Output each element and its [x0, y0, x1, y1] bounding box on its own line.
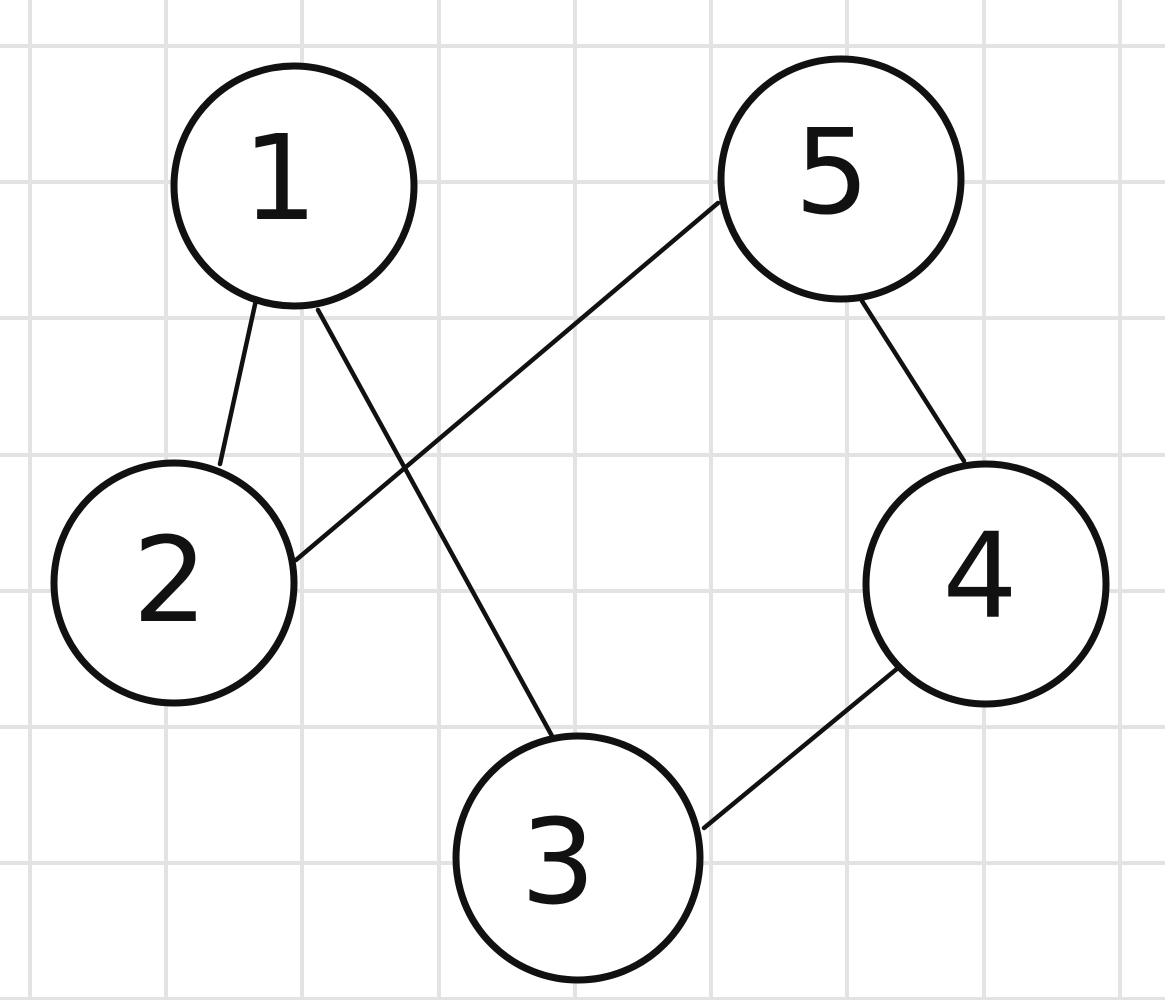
node-circle [717, 55, 965, 303]
edge-5-2 [293, 200, 721, 563]
edge-5-4 [859, 298, 967, 464]
node-5: 5 [717, 55, 965, 303]
node-circle [50, 459, 298, 707]
edge-1-3 [315, 307, 555, 739]
node-circle [452, 732, 704, 984]
node-1: 1 [170, 62, 418, 310]
node-label: 1 [242, 109, 317, 247]
graph-nodes: 1 2 3 4 5 [50, 55, 1110, 984]
node-circle [170, 62, 418, 310]
node-label: 4 [942, 507, 1017, 645]
node-3: 3 [452, 732, 704, 984]
node-2: 2 [50, 459, 298, 707]
node-circle [862, 460, 1110, 708]
node-4: 4 [862, 460, 1110, 708]
node-label: 3 [520, 793, 595, 931]
node-label: 2 [132, 511, 207, 649]
edge-4-3 [701, 660, 907, 831]
graph-edges [217, 200, 967, 831]
node-label: 5 [794, 103, 869, 241]
edge-1-2 [217, 297, 259, 467]
